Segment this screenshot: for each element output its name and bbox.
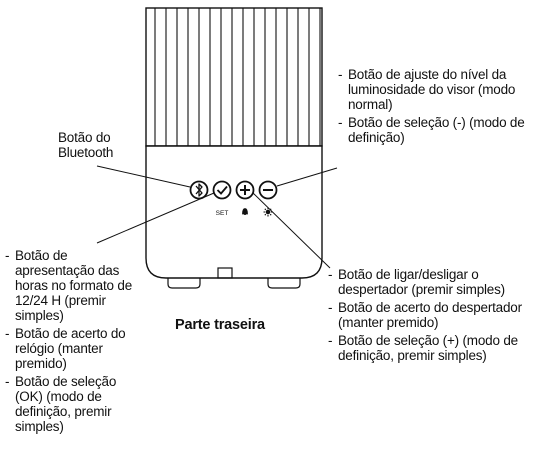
bluetooth-icon: [195, 183, 203, 197]
callout-plus: [252, 192, 331, 269]
alarm-set-label: Botão de acerto do despertador (manter p…: [328, 300, 533, 330]
callout-minus: [276, 167, 338, 187]
left-labels: Botão de apresentação das horas no forma…: [5, 248, 145, 437]
bluetooth-button[interactable]: [189, 180, 209, 200]
bluetooth-label: Botão do Bluetooth: [58, 130, 114, 160]
alarm-toggle-label: Botão de ligar/desligar o despertador (p…: [328, 267, 533, 297]
speaker-base: [145, 145, 323, 279]
callout-lines: [96, 165, 338, 269]
diagram-caption: Parte traseira: [175, 317, 265, 333]
plus-icon: [240, 185, 250, 195]
brightness-button-label: Botão de ajuste do nível da luminosidade…: [338, 67, 533, 112]
speaker-feet: [167, 267, 301, 289]
callout-bluetooth: [96, 165, 191, 188]
brightness-icon: [263, 207, 273, 217]
speaker-grille: [145, 7, 323, 147]
plus-button[interactable]: [235, 180, 255, 200]
ok-select-label: Botão de seleção (OK) (modo de definição…: [5, 374, 145, 434]
bottom-right-labels: Botão de ligar/desligar o despertador (p…: [328, 267, 533, 366]
top-right-labels: Botão de ajuste do nível da luminosidade…: [338, 67, 533, 148]
set-button[interactable]: [212, 180, 232, 200]
callout-set: [96, 192, 215, 244]
plus-select-label: Botão de seleção (+) (modo de definição,…: [328, 333, 533, 363]
clock-set-label: Botão de acerto do relógio (manter premi…: [5, 326, 145, 371]
minus-select-label: Botão de seleção (-) (modo de definição): [338, 115, 533, 145]
minus-button[interactable]: [258, 180, 278, 200]
check-icon: [216, 185, 228, 195]
bell-icon: [242, 208, 248, 215]
time-format-label: Botão de apresentação das horas no forma…: [5, 248, 145, 323]
set-label: SET: [216, 210, 229, 217]
